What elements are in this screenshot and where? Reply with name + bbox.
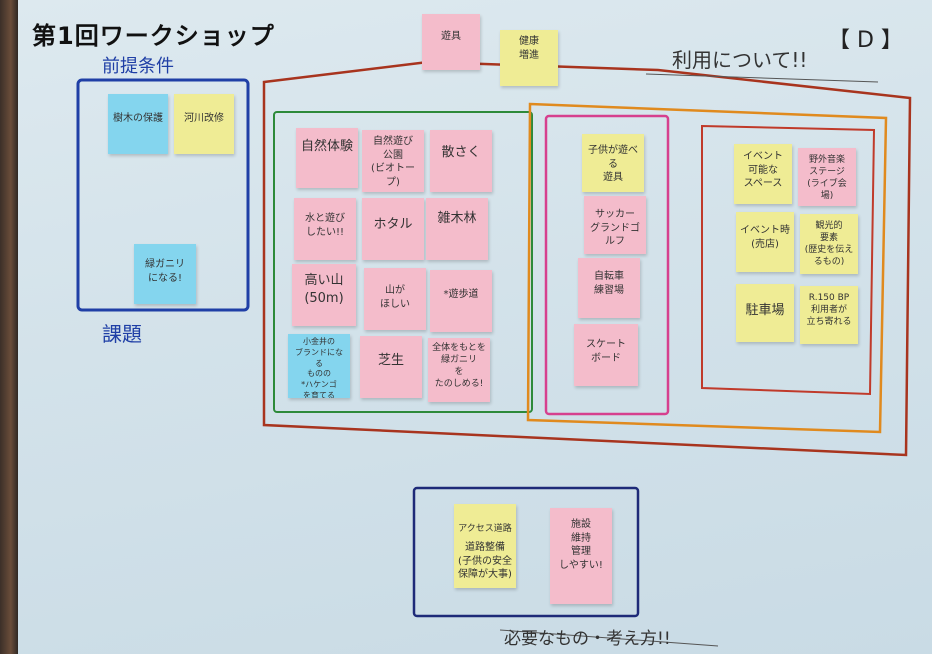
page-title: 第1回ワークショップ <box>32 22 275 50</box>
needs-frame <box>412 486 640 618</box>
group-label: 【 D 】 <box>828 28 903 53</box>
note-event-shop: イベント時 (売店) <box>736 212 794 272</box>
note-route150: R.150 BP 利用者が 立ち寄れる <box>800 286 858 344</box>
frame-drawings <box>76 60 912 647</box>
inner-red-frame <box>701 124 876 396</box>
note-facility-maintenance: 施設 維持 管理 しやすい! <box>550 508 612 604</box>
note-tourism: 観光的 要素 (歴史を伝えるもの) <box>800 214 858 274</box>
note-high-mountain: 高い山 (50m) <box>292 264 356 326</box>
note-nature-park: 自然遊び 公園 (ビオトープ) <box>362 130 424 192</box>
note-premise-trees: 樹木の保護 <box>108 94 168 154</box>
note-event-space: イベント 可能な スペース <box>734 144 792 204</box>
note-nature-experience: 自然体験 <box>296 128 358 188</box>
note-outdoor-stage: 野外音楽 ステージ (ライブ会場) <box>798 148 856 206</box>
note-want-mountain: 山が ほしい <box>364 268 426 330</box>
needs-heading: 必要なもの・考え方!! <box>504 629 671 649</box>
note-access-road: アクセス道路 道路整備 (子供の安全 保障が大事) <box>454 504 516 588</box>
background-edge <box>0 0 18 654</box>
note-firefly: ホタル <box>362 198 424 260</box>
note-top-health: 健康 増進 <box>500 30 558 86</box>
note-enjoy-green: 全体をもとを 緑ガニリ を たのしめる! <box>428 338 490 402</box>
note-top-playground: 遊具 <box>422 14 480 70</box>
note-bike-practice: 自転車 練習場 <box>578 258 640 318</box>
green-frame <box>273 111 533 413</box>
note-walk: 散さく <box>430 130 492 192</box>
note-coppice: 雑木林 <box>426 198 488 260</box>
issues-heading: 課題 <box>102 322 142 346</box>
note-koganei-brand: 小金井の ブランドになる ものの *ハケンゴ を育てる <box>288 334 350 398</box>
note-road-maintenance: 道路整備 (子供の安全 保障が大事) <box>458 542 512 580</box>
note-parking: 駐車場 <box>736 284 794 342</box>
note-water-play: 水と遊び したい!! <box>294 198 356 260</box>
note-access-road-heading: アクセス道路 <box>458 523 512 534</box>
premise-frame <box>76 78 250 312</box>
note-lawn: 芝生 <box>360 336 422 398</box>
orange-frame <box>526 102 888 434</box>
note-skateboard: スケート ボード <box>574 324 638 386</box>
note-soccer-golf: サッカー グランドゴルフ <box>584 196 646 254</box>
usage-heading: 利用について!! <box>672 48 808 72</box>
note-issue-green: 緑ガニリ になる! <box>134 244 196 304</box>
note-walking-path: *遊歩道 <box>430 270 492 332</box>
premise-heading: 前提条件 <box>102 56 174 77</box>
note-premise-river: 河川改修 <box>174 94 234 154</box>
magenta-frame <box>544 114 670 416</box>
poster-board: 第1回ワークショップ 【 D 】 前提条件 課題 利用について!! 必要なもの・… <box>18 0 932 654</box>
note-kids-playground: 子供が遊べる 遊具 <box>582 134 644 192</box>
